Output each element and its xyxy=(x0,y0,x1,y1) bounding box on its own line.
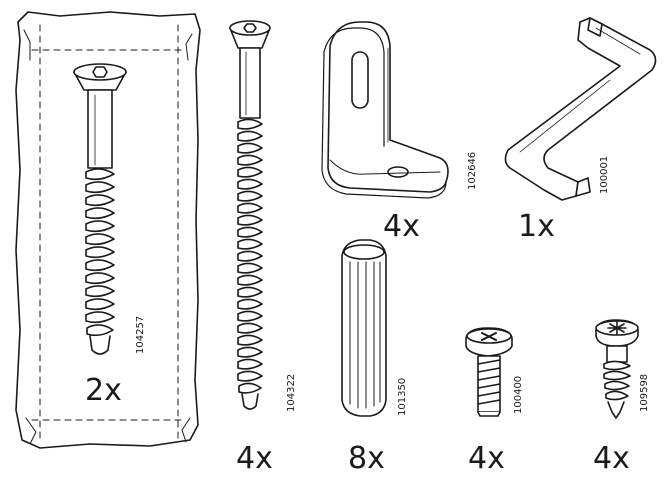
quantity-label-pan-head-wood-screw: 4x xyxy=(593,441,630,476)
parts-bag xyxy=(15,11,201,449)
quantity-label-angle-bracket: 4x xyxy=(383,209,420,244)
countersunk-screw-long-drawing xyxy=(229,20,271,410)
pan-head-machine-screw-drawing xyxy=(465,327,513,417)
angle-bracket-drawing xyxy=(321,21,449,199)
quantity-label-wooden-dowel: 8x xyxy=(348,441,385,476)
article-number-countersunk-screw-short: 104257 xyxy=(135,315,146,354)
countersunk-screw-short-drawing xyxy=(73,63,127,355)
article-number-pan-head-wood-screw: 109598 xyxy=(639,373,650,412)
pan-head-wood-screw-drawing xyxy=(595,319,639,419)
quantity-label-allen-key: 1x xyxy=(518,209,555,244)
wooden-dowel-drawing xyxy=(341,239,387,417)
quantity-label-pan-head-machine-screw: 4x xyxy=(468,441,505,476)
quantity-label-countersunk-screw-long: 4x xyxy=(236,441,273,476)
article-number-wooden-dowel: 101350 xyxy=(397,377,408,416)
allen-key-drawing xyxy=(504,17,657,201)
article-number-angle-bracket: 102646 xyxy=(467,151,478,190)
article-number-pan-head-machine-screw: 100400 xyxy=(513,375,524,414)
article-number-countersunk-screw-long: 104322 xyxy=(286,373,297,412)
article-number-allen-key: 100001 xyxy=(599,155,610,194)
quantity-label-countersunk-screw-short: 2x xyxy=(85,373,122,408)
